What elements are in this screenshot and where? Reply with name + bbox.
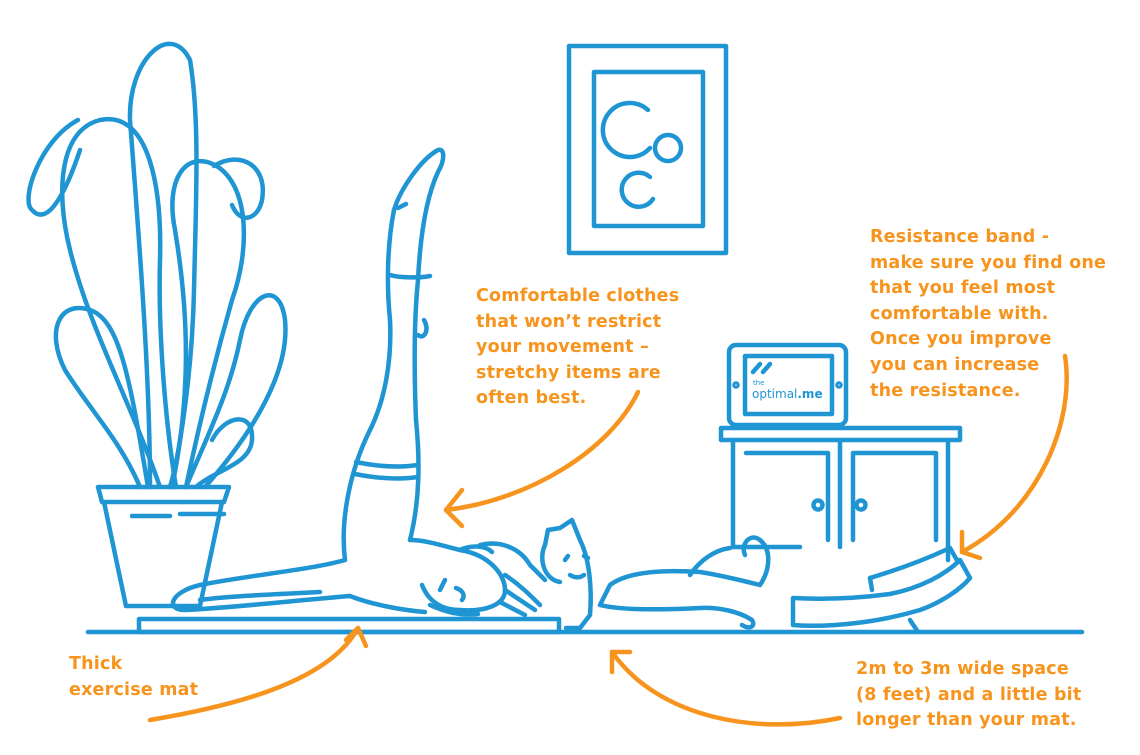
callout-band-line: make sure you find one xyxy=(870,252,1107,273)
band-arrow xyxy=(959,353,1069,555)
callout-band-line: Resistance band - xyxy=(870,227,1050,247)
callout-clothes-line: that won’t restrict xyxy=(476,311,662,332)
clothes-arrow xyxy=(443,389,641,513)
tablet-brand-small: the xyxy=(753,379,765,387)
callout-space: 2m to 3m wide space (8 feet) and a littl… xyxy=(856,657,1081,734)
callout-clothes-line: your movement – xyxy=(476,337,649,358)
arrow-icon xyxy=(147,353,1069,727)
callout-mat-line: Thick xyxy=(69,654,123,674)
space-arrow xyxy=(609,649,843,727)
plant-pot-icon xyxy=(26,41,288,609)
callout-space-line: 2m to 3m wide space xyxy=(856,659,1069,679)
person-shoulder-stand-icon xyxy=(170,147,548,618)
callout-band-line: that you feel most xyxy=(870,278,1056,299)
callout-space-line: longer than your mat. xyxy=(856,710,1077,731)
callout-band-line: the resistance. xyxy=(870,380,1021,401)
callout-band-line: Once you improve xyxy=(870,329,1052,350)
callout-clothes-line: often best. xyxy=(476,388,587,409)
wall-frame-icon xyxy=(566,43,729,256)
cat-icon xyxy=(540,517,771,631)
callout-space-line: (8 feet) and a little bit xyxy=(856,684,1082,705)
tablet-brand-word: optimal xyxy=(752,387,797,401)
callout-clothes-line: stretchy items are xyxy=(476,362,661,383)
callout-clothes: Comfortable clothes that won’t restrict … xyxy=(476,284,679,412)
resistance-band-icon xyxy=(790,545,973,635)
exercise-mat-icon xyxy=(136,616,562,635)
callout-exercise-mat: Thick exercise mat xyxy=(69,652,198,703)
tablet-icon xyxy=(726,342,849,428)
callout-resistance-band: Resistance band - make sure you find one… xyxy=(870,225,1106,404)
mat-arrow xyxy=(147,625,361,723)
cabinet-icon xyxy=(718,425,963,563)
tablet-brand-suffix: .me xyxy=(797,387,822,401)
callout-mat-line: exercise mat xyxy=(69,679,199,700)
callout-clothes-line: Comfortable clothes xyxy=(476,286,680,306)
tablet-brand-main: optimal.me xyxy=(752,387,823,401)
callout-band-line: you can increase xyxy=(870,354,1040,375)
callout-band-line: comfortable with. xyxy=(870,303,1049,324)
